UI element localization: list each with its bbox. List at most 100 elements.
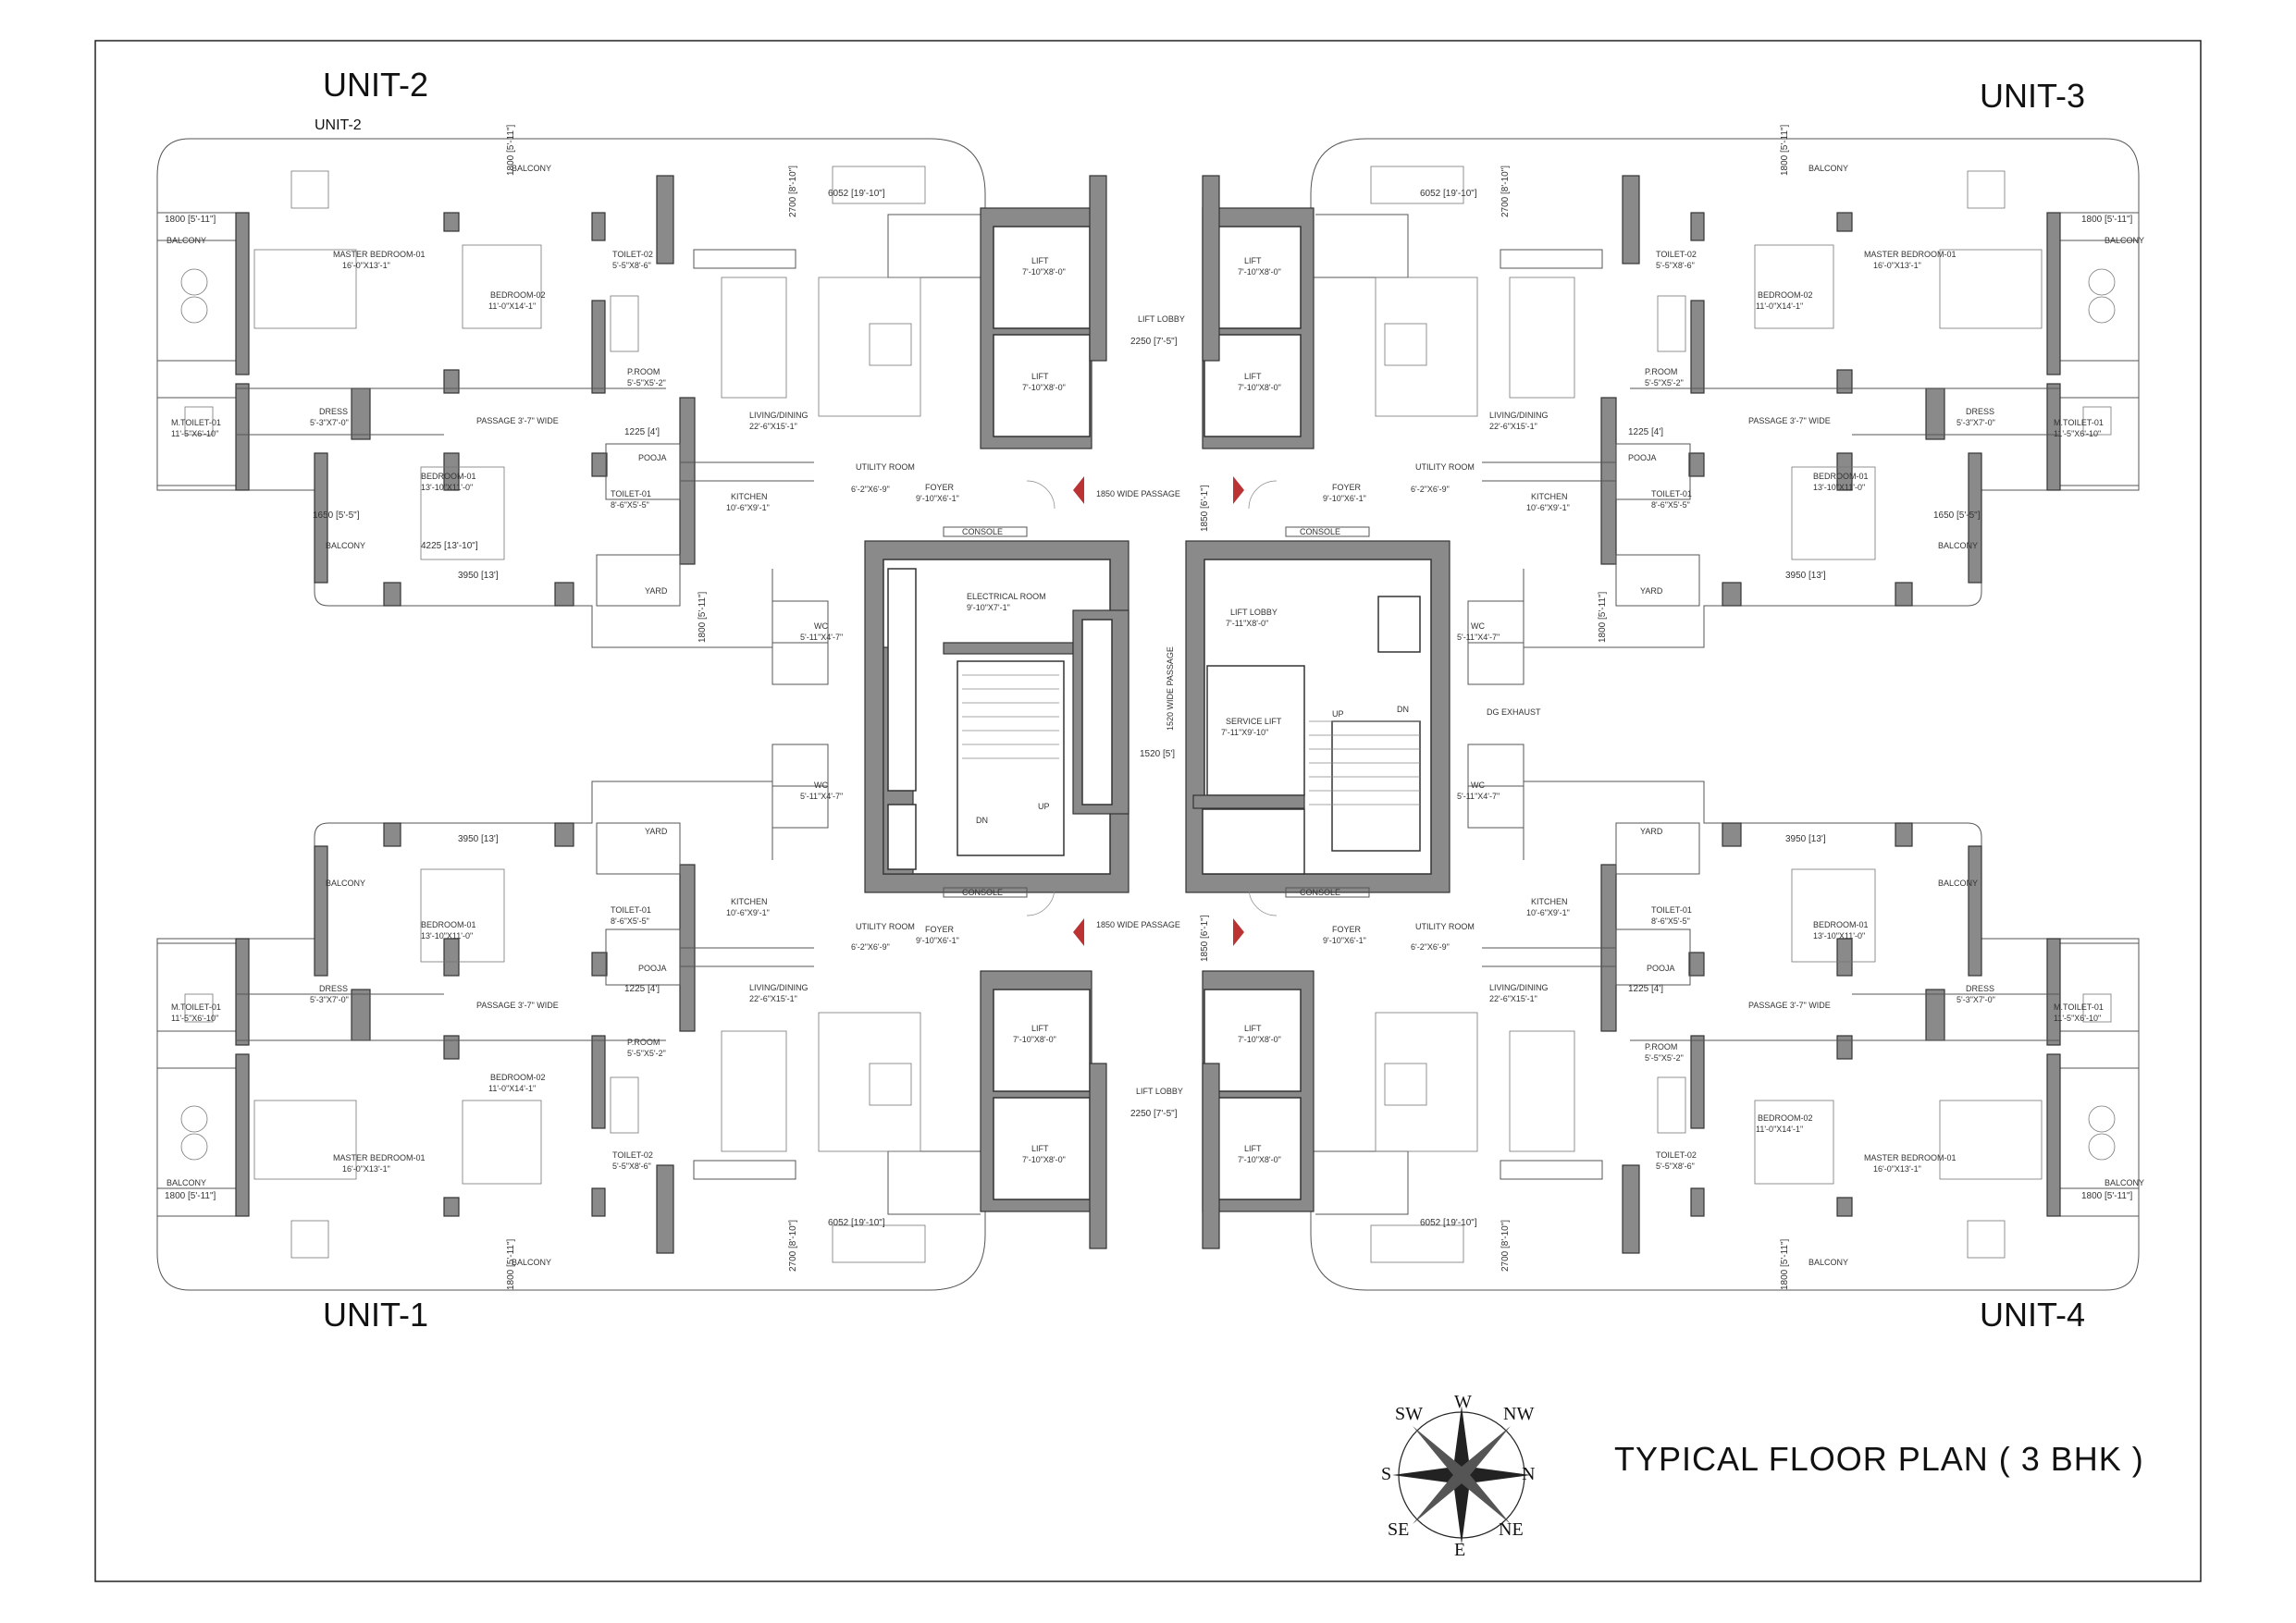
- room-label: BEDROOM-02: [1758, 1113, 1813, 1123]
- room-label: TOILET-01: [611, 489, 651, 498]
- room-label: M.TOILET-01: [171, 418, 221, 427]
- unit-1-plan: [156, 744, 986, 1291]
- lift-dim: 7'-10"X8'-0": [1238, 383, 1281, 392]
- room-dim: 5'-5"X5'-2": [1645, 378, 1684, 387]
- stair-up: UP: [1038, 802, 1050, 811]
- room-dim: 9'-10"X6'-1": [916, 494, 959, 503]
- room-dim: 5'-11"X4'-7": [800, 633, 843, 642]
- room-dim: 7'-11"X9'-10": [1221, 728, 1268, 737]
- room-label: TOILET-02: [612, 1150, 653, 1160]
- room-dim: 11'-0"X14'-1": [1756, 1125, 1803, 1134]
- dimension: 2700 [8'-10"]: [788, 1220, 798, 1272]
- stair-dn: DN: [976, 816, 988, 825]
- dimension: 1650 [5'-5"]: [313, 510, 360, 521]
- dimension: 1225 [4']: [624, 427, 660, 437]
- room-dim: 5'-3"X7'-0": [310, 418, 349, 427]
- room-label: BEDROOM-01: [421, 920, 476, 929]
- dimension: 1800 [5'-11"]: [1780, 1238, 1790, 1290]
- lift-label: LIFT: [1244, 372, 1262, 381]
- room-label: LIFT LOBBY: [1230, 608, 1278, 617]
- room-label: WC: [814, 781, 828, 790]
- stair-dn: DN: [1397, 705, 1409, 714]
- room-dim: 5'-5"X8'-6": [612, 261, 651, 270]
- dg-exhaust-label: DG EXHAUST: [1487, 707, 1541, 717]
- room-label: KITCHEN: [731, 492, 768, 501]
- unit-2-plan: [156, 138, 986, 685]
- room-dim: 6'-2"X6'-9": [851, 485, 890, 494]
- lift-dim: 7'-10"X8'-0": [1238, 1155, 1281, 1164]
- room-label: DRESS: [319, 407, 348, 416]
- room-dim: 5'-3"X7'-0": [310, 995, 349, 1004]
- balcony-label: BALCONY: [2105, 1178, 2144, 1187]
- dimension: 2700 [8'-10"]: [788, 166, 798, 217]
- room-dim: 13'-10"X11'-0": [1813, 483, 1865, 492]
- room-dim: 5'-5"X8'-6": [612, 1162, 651, 1171]
- lift-dim: 7'-10"X8'-0": [1022, 267, 1066, 277]
- room-dim: 8'-6"X5'-5": [611, 500, 649, 510]
- console-label: CONSOLE: [1300, 527, 1340, 536]
- balcony-label: BALCONY: [326, 541, 365, 550]
- dimension: 6052 [19'-10"]: [828, 1218, 885, 1228]
- dimension: 1800 [5'-11"]: [1598, 591, 1608, 643]
- dimension: 1800 [5'-11"]: [1780, 124, 1790, 176]
- lift-dim: 7'-10"X8'-0": [1013, 1035, 1056, 1044]
- room-label: YARD: [645, 586, 668, 596]
- room-label: P.ROOM: [1645, 367, 1677, 376]
- room-label: WC: [1471, 621, 1485, 631]
- compass-ne: NE: [1499, 1519, 1524, 1540]
- balcony-label: BALCONY: [512, 1258, 551, 1267]
- room-label: M.TOILET-01: [2054, 1002, 2104, 1012]
- room-dim: 5'-11"X4'-7": [1457, 633, 1500, 642]
- unit-2-small-label: UNIT-2: [315, 117, 362, 133]
- room-label: M.TOILET-01: [2054, 418, 2104, 427]
- balcony-label: BALCONY: [167, 1178, 206, 1187]
- passage-label: PASSAGE 3'-7" WIDE: [1748, 416, 1831, 425]
- lift-label: LIFT: [1244, 1024, 1262, 1033]
- console-label: CONSOLE: [1300, 888, 1340, 897]
- room-label: YARD: [1640, 586, 1663, 596]
- room-label: TOILET-01: [1651, 905, 1692, 915]
- unit-4-plan: [1310, 744, 2140, 1291]
- balcony-label: BALCONY: [326, 879, 365, 888]
- dimension: 3950 [13']: [1785, 834, 1826, 844]
- passage-label: 1520 WIDE PASSAGE: [1166, 646, 1175, 731]
- dimension: 1650 [5'-5"]: [1933, 510, 1981, 521]
- room-label: POOJA: [1628, 453, 1657, 462]
- balcony-label: BALCONY: [167, 236, 206, 245]
- compass-se: SE: [1388, 1519, 1409, 1540]
- lift-label: LIFT: [1031, 1144, 1049, 1153]
- room-dim: 9'-10"X6'-1": [916, 936, 959, 945]
- lift-label: LIFT: [1244, 1144, 1262, 1153]
- room-dim: 8'-6"X5'-5": [611, 916, 649, 926]
- dimension: 1520 [5']: [1140, 749, 1175, 759]
- room-label: LIVING/DINING: [749, 983, 809, 992]
- drawing-title: TYPICAL FLOOR PLAN ( 3 BHK ): [1614, 1440, 2144, 1478]
- room-label: LIVING/DINING: [1489, 983, 1549, 992]
- room-label: POOJA: [638, 964, 667, 973]
- room-label: MASTER BEDROOM-01: [1864, 1153, 1957, 1162]
- room-label: KITCHEN: [1531, 492, 1568, 501]
- room-dim: 22'-6"X15'-1": [749, 994, 797, 1003]
- dimension: 6052 [19'-10"]: [1420, 189, 1477, 199]
- room-dim: 9'-10"X7'-1": [967, 603, 1010, 612]
- passage-label: PASSAGE 3'-7" WIDE: [476, 416, 559, 425]
- dimension: 3950 [13']: [458, 834, 499, 844]
- room-dim: 11'-0"X14'-1": [488, 301, 536, 311]
- unit-4-label: UNIT-4: [1980, 1296, 2085, 1334]
- room-label: FOYER: [1332, 483, 1362, 492]
- dimension: 4225 [13'-10"]: [421, 541, 478, 551]
- room-label: POOJA: [638, 453, 667, 462]
- room-dim: 9'-10"X6'-1": [1323, 936, 1366, 945]
- room-label: UTILITY ROOM: [1415, 462, 1475, 472]
- room-label: DRESS: [1966, 407, 1994, 416]
- room-label: TOILET-01: [1651, 489, 1692, 498]
- room-dim: 11'-0"X14'-1": [1756, 301, 1803, 311]
- dimension: 3950 [13']: [458, 571, 499, 581]
- room-dim: 11'-5"X6'-10": [171, 429, 218, 438]
- room-dim: 22'-6"X15'-1": [749, 422, 797, 431]
- dimension: 1850 [6'-1"]: [1200, 915, 1210, 962]
- room-label: DRESS: [319, 984, 348, 993]
- passage-label: PASSAGE 3'-7" WIDE: [476, 1001, 559, 1010]
- room-dim: 16'-0"X13'-1": [1873, 261, 1921, 270]
